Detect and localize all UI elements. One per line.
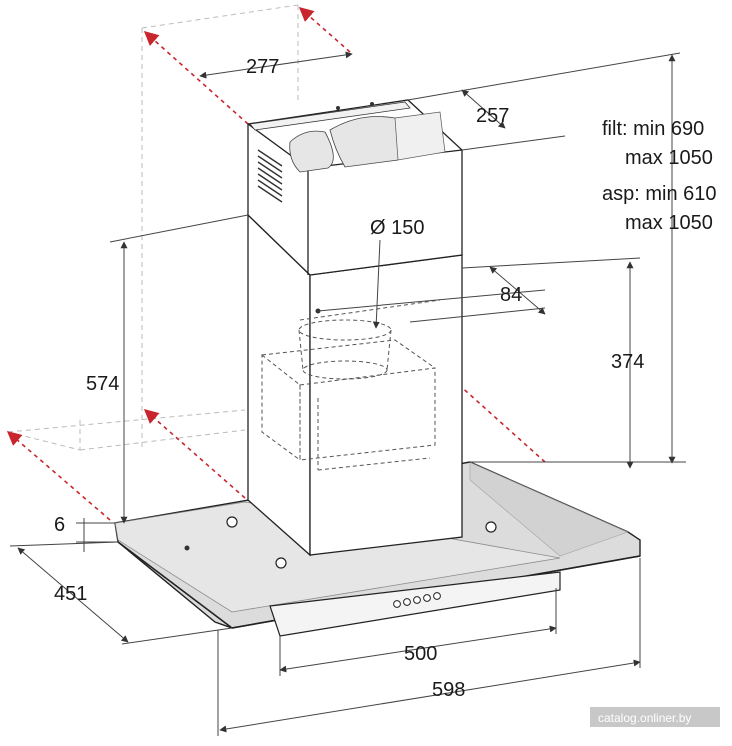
spec-asp-max-word: max <box>625 212 663 234</box>
red-direction-arrows <box>6 7 546 521</box>
spec-asp-label: asp: <box>602 183 640 205</box>
spec-asp-min-word: min <box>645 183 677 205</box>
vent-grill <box>257 149 283 203</box>
height-specs: filt: min 690 max 1050 asp: min 610 max … <box>602 118 717 234</box>
spec-filt-max-line: max 1050 <box>625 147 713 169</box>
spec-asp-max: 1050 <box>668 212 713 234</box>
spec-filt-label: filt: <box>602 118 628 140</box>
spec-filt-line: filt: min 690 <box>602 118 704 140</box>
dimension-lines <box>9 51 686 736</box>
dim-glass-thickness: 6 <box>54 514 65 536</box>
spec-filt-max-word: max <box>625 147 663 169</box>
lower-chimney <box>247 213 463 557</box>
spec-filt-max: 1050 <box>668 147 713 169</box>
control-buttons <box>393 592 441 608</box>
control-panel <box>269 571 561 637</box>
watermark: catalog.onliner.by <box>590 707 720 727</box>
spec-asp-max-line: max 1050 <box>625 212 713 234</box>
dim-canopy-depth: 451 <box>54 583 87 605</box>
dimension-labels: 277 257 Ø 150 84 574 374 6 451 500 598 <box>54 56 644 701</box>
dim-duct-offset: 84 <box>500 284 522 306</box>
dim-chimney-depth: 257 <box>476 105 509 127</box>
spec-filt-min: 690 <box>671 118 704 140</box>
dim-chimney-height: 574 <box>86 373 119 395</box>
dim-inner-width: 500 <box>404 643 437 665</box>
spec-filt-min-word: min <box>633 118 665 140</box>
watermark-text: catalog.onliner.by <box>598 711 691 725</box>
upper-chimney <box>247 99 463 276</box>
dim-duct-diameter: Ø 150 <box>370 217 424 239</box>
spec-asp-line: asp: min 610 <box>602 183 717 205</box>
dim-total-width: 598 <box>432 679 465 701</box>
dim-inner-height: 374 <box>611 351 644 373</box>
spec-asp-min: 610 <box>683 183 716 205</box>
dim-chimney-width: 277 <box>246 56 279 78</box>
